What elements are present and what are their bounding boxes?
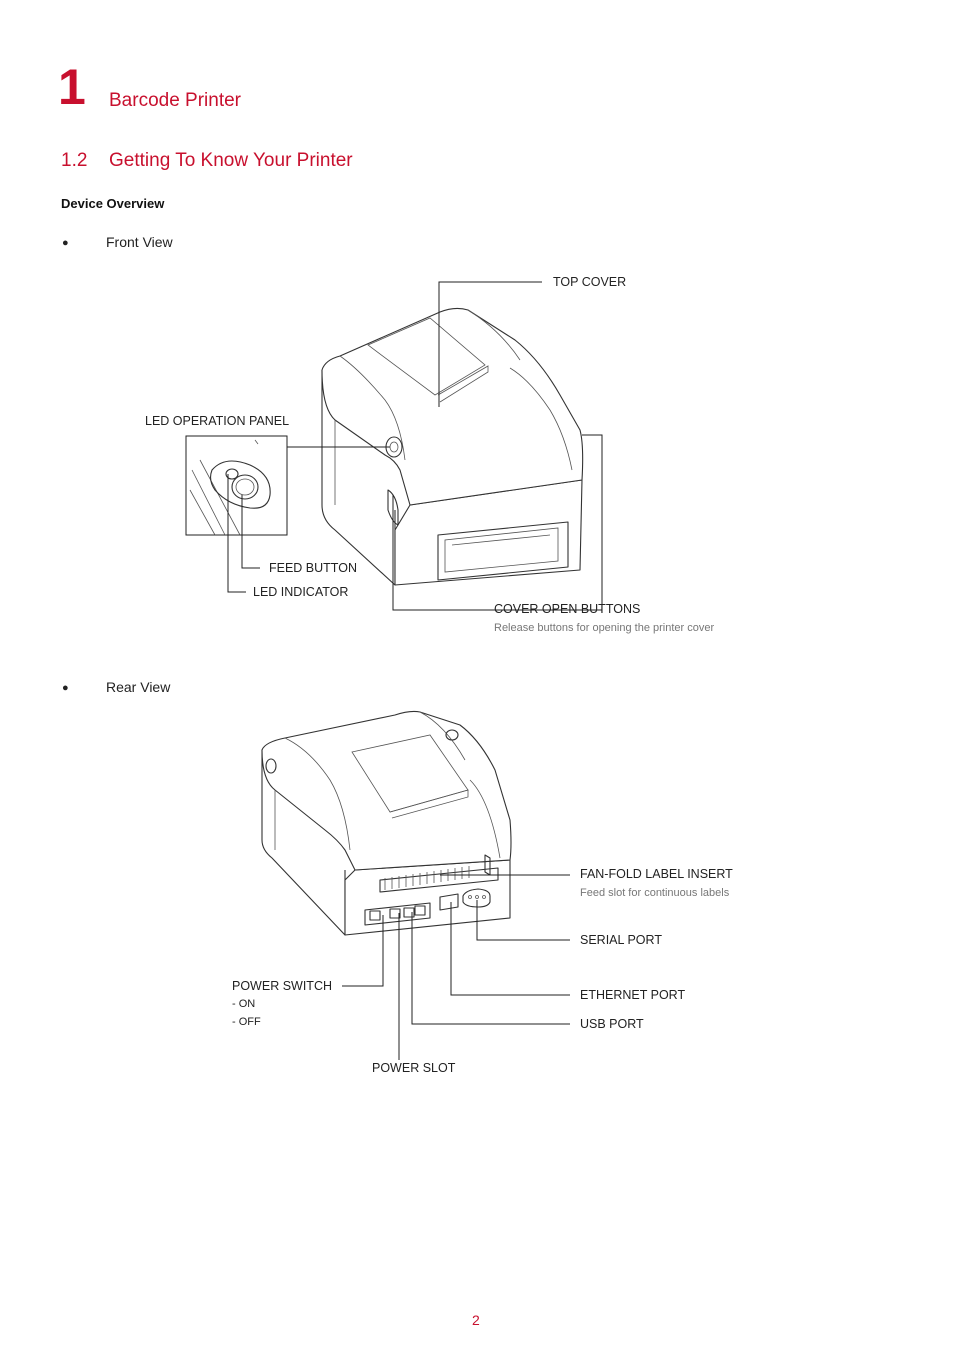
subheading: Device Overview xyxy=(61,196,165,211)
label-led-operation-panel: LED OPERATION PANEL xyxy=(145,414,290,428)
label-led-indicator: LED INDICATOR xyxy=(253,585,349,599)
label-ethernet-port: ETHERNET PORT xyxy=(580,988,686,1002)
note-cover-open-buttons: Release buttons for opening the printer … xyxy=(494,622,715,634)
rear-printer-illustration xyxy=(261,710,512,936)
chapter-title: Barcode Printer xyxy=(109,90,242,111)
label-feed-button: FEED BUTTON xyxy=(269,561,357,575)
led-panel-inset xyxy=(185,435,288,536)
note-fanfold-insert: Feed slot for continuous labels xyxy=(580,887,730,899)
section-title: Getting To Know Your Printer xyxy=(109,150,353,171)
front-callouts xyxy=(227,281,603,611)
label-power-switch: POWER SWITCH xyxy=(232,979,332,993)
label-usb-port: USB PORT xyxy=(580,1017,644,1031)
label-fanfold-insert: FAN-FOLD LABEL INSERT xyxy=(580,867,733,881)
section-number: 1.2 xyxy=(61,150,88,171)
rear-callouts xyxy=(342,874,570,1060)
front-printer-illustration xyxy=(321,307,584,586)
chapter-number: 1 xyxy=(58,59,86,115)
label-serial-port: SERIAL PORT xyxy=(580,933,662,947)
rear-view-bullet: Rear View xyxy=(106,679,171,695)
bullet-dot-icon: ● xyxy=(62,682,69,694)
label-power-on: - ON xyxy=(232,998,256,1010)
label-power-off: - OFF xyxy=(232,1016,261,1028)
label-power-slot: POWER SLOT xyxy=(372,1061,456,1075)
label-top-cover: TOP COVER xyxy=(553,275,627,289)
label-cover-open-buttons: COVER OPEN BUTTONS xyxy=(494,602,641,616)
page-number: 2 xyxy=(472,1312,480,1328)
bullet-dot-icon: ● xyxy=(62,237,69,249)
front-view-bullet: Front View xyxy=(106,234,173,250)
